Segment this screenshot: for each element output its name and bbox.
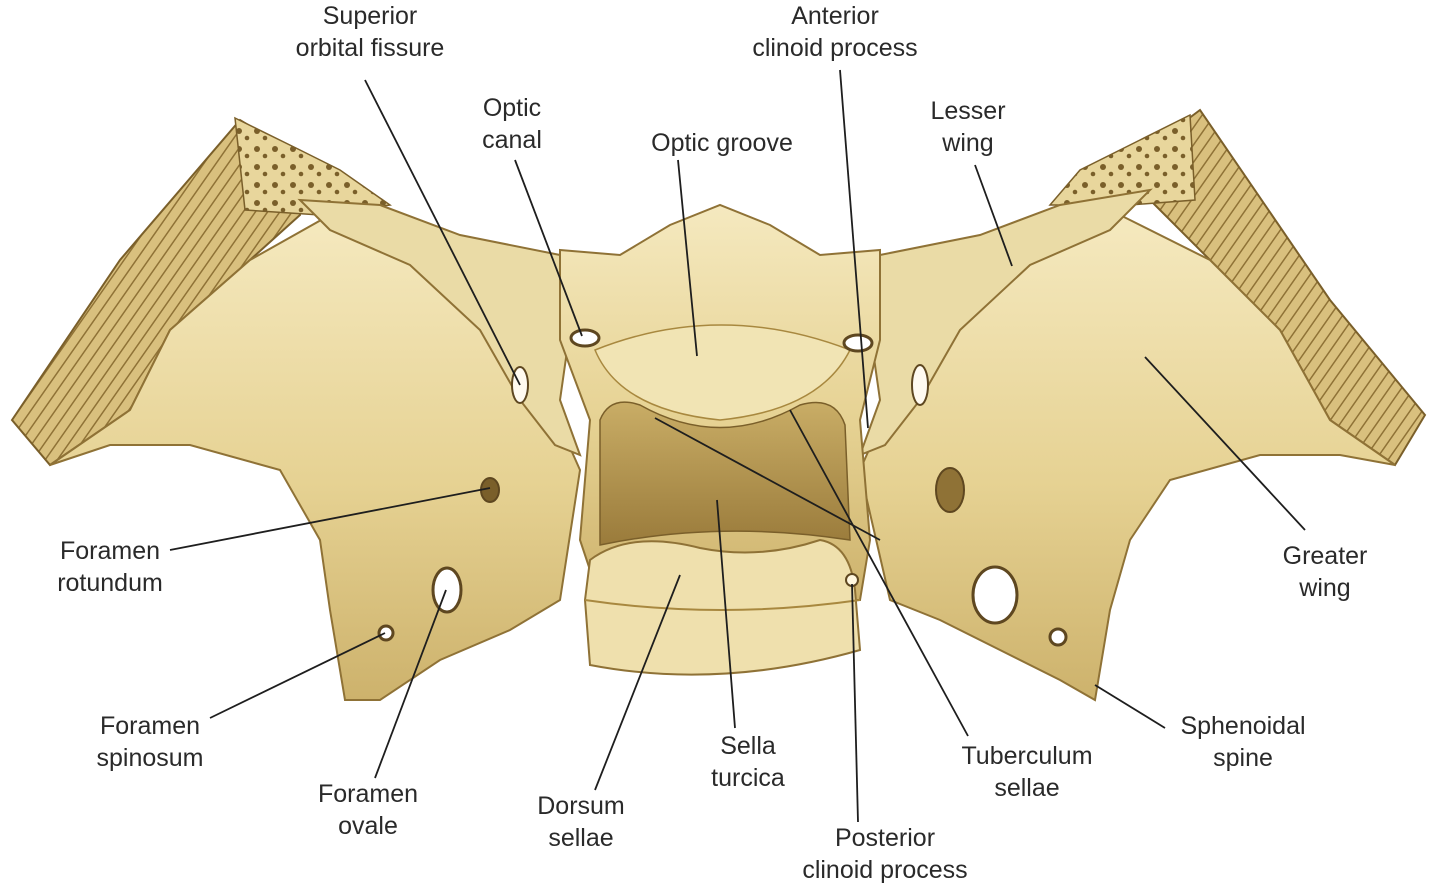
left-optic-canal-hole [569, 328, 601, 348]
left-spongy-area [234, 116, 392, 216]
right-foramen-spinosum-hole [1048, 627, 1068, 647]
leader-lesser-wing [974, 164, 1013, 267]
leader-foramen-spinosum [209, 632, 386, 719]
sella-turcica-fossa [599, 401, 851, 546]
leader-lines [169, 69, 1306, 823]
leader-dorsum-sellae [594, 574, 681, 791]
leader-greater-wing [1144, 356, 1306, 531]
left-lesser-wing [297, 198, 621, 457]
optic-groove-ridge [594, 324, 852, 421]
left-foramen-ovale-hole [431, 566, 463, 614]
right-spongy-area [1048, 113, 1196, 206]
leader-sella-turcica [716, 499, 736, 729]
leader-optic-canal [514, 159, 583, 337]
right-superior-orbital-fissure-hole [911, 364, 929, 406]
right-foramen-rotundum-hole [935, 467, 965, 513]
leader-optic-groove [677, 159, 698, 357]
leader-posterior-clinoid-process [851, 583, 859, 823]
leader-tuberculum-sellae-2 [654, 417, 881, 541]
label-optic-groove: Optic groove [651, 129, 793, 157]
leader-sphenoidal-spine [1094, 684, 1166, 729]
leader-anterior-clinoid-process [839, 69, 869, 429]
right-foramen-ovale-hole [971, 565, 1019, 625]
leader-superior-orbital-fissure [364, 79, 521, 386]
left-foramen-spinosum-hole [377, 624, 395, 642]
leader-tuberculum-sellae-1 [789, 409, 969, 737]
leader-foramen-rotundum [169, 487, 491, 551]
right-optic-canal-hole [842, 333, 874, 353]
right-lesser-wing [819, 188, 1153, 457]
leader-foramen-ovale [374, 589, 447, 779]
